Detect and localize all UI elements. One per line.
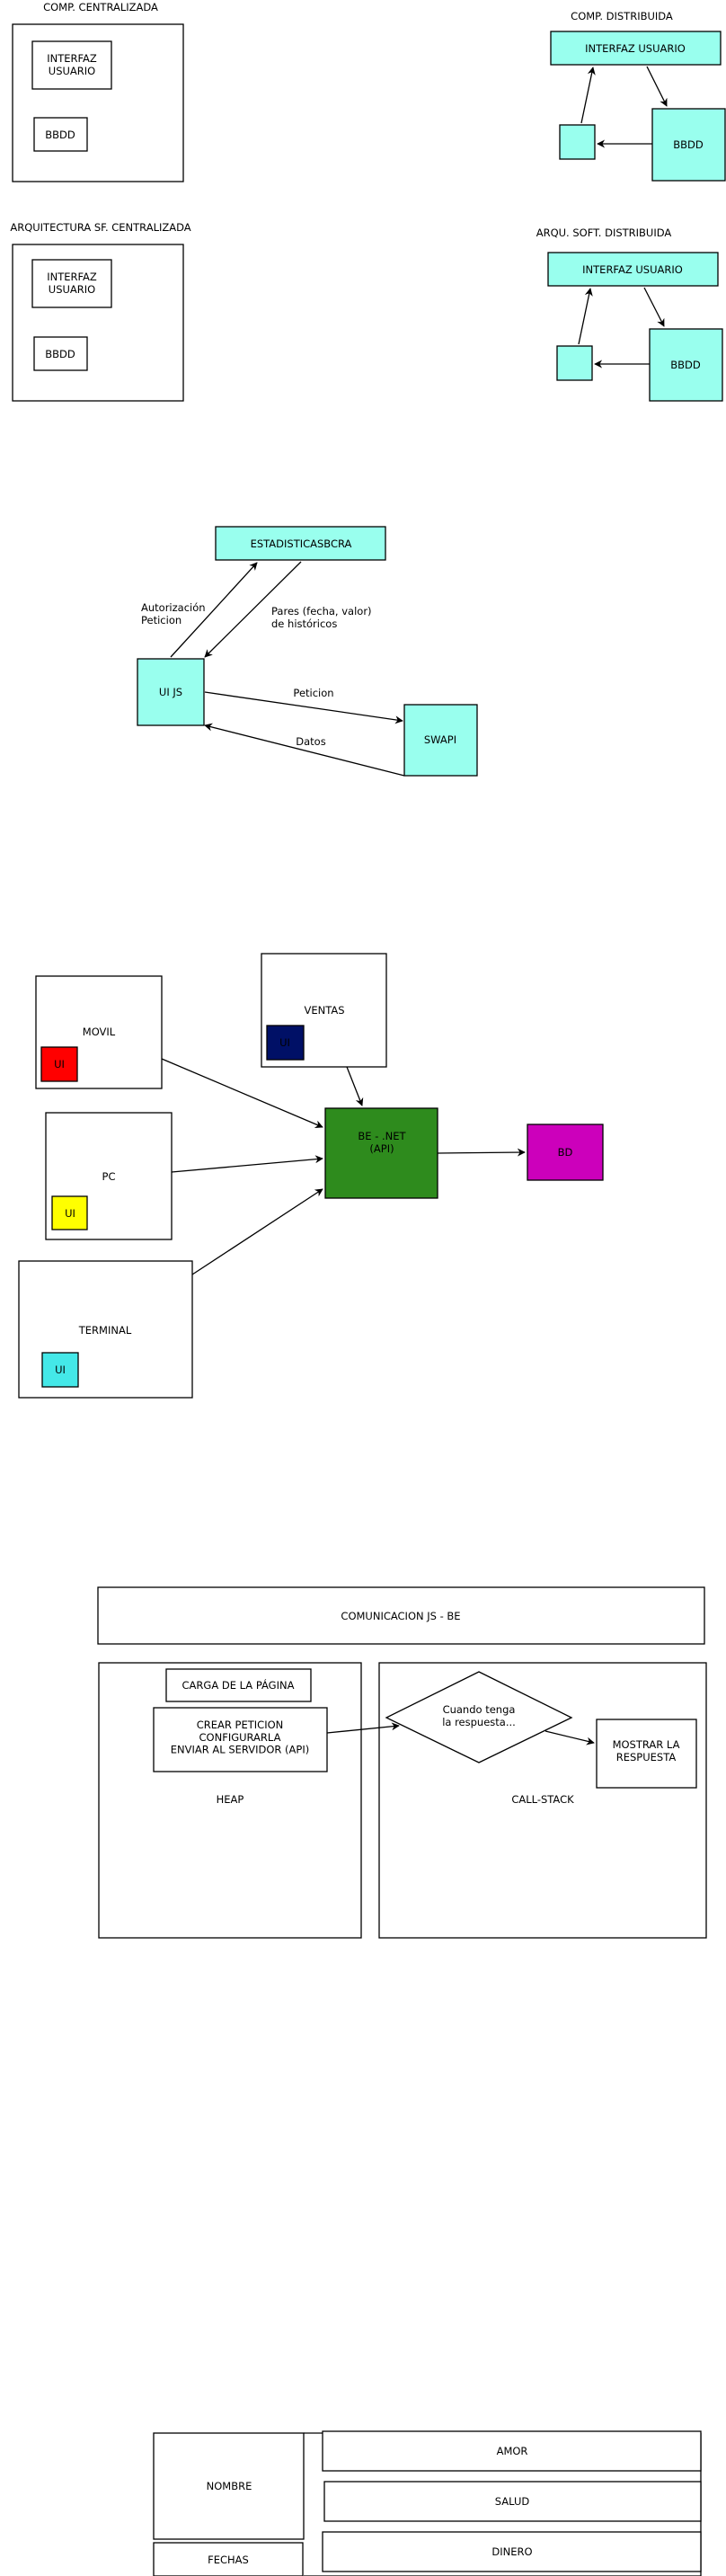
- client-pc-ui-tag: [51, 1195, 88, 1230]
- client-mobile-label: MOVIL: [83, 1026, 116, 1038]
- section-stats-flow: ESTADISTICASBCRA UI JS SWAPI Autorizació…: [137, 526, 478, 777]
- arrow-callback-to-show: [544, 1730, 595, 1745]
- arrow-terminal-backend: [191, 1188, 323, 1275]
- create-request-box: [153, 1707, 328, 1772]
- database-box: [527, 1124, 604, 1181]
- arq-soft-distribuida-arrow-node-ui: [578, 288, 593, 345]
- client-pc-ui-label: UI: [65, 1207, 75, 1220]
- comp-centralizada-title: COMP. CENTRALIZADA: [43, 1, 158, 13]
- comp-centralizada-db-box: [33, 117, 88, 152]
- stats-server-box: [215, 526, 386, 561]
- comp-distribuida-arrow-ui-db: [646, 66, 668, 107]
- client-mobile-ui-label: UI: [54, 1058, 65, 1070]
- comp-distribuida-db-box: [651, 108, 726, 182]
- stats-request-label: Peticion: [293, 687, 333, 699]
- js-comm-title-box: [97, 1586, 705, 1645]
- stats-client-label: UI JS: [159, 686, 182, 698]
- table-row-label: SALUD: [495, 2495, 530, 2508]
- table-row-box: [323, 2481, 702, 2522]
- dates-box: [153, 2542, 304, 2576]
- client-sales-ui-tag: [266, 1025, 305, 1061]
- comp-distribuida-ui-label: INTERFAZ USUARIO: [585, 42, 686, 55]
- table-row-box: [322, 2430, 702, 2472]
- arq-soft-distribuida-ui-label: INTERFAZ USUARIO: [582, 263, 683, 276]
- stats-arrow-request: [204, 691, 403, 724]
- backend-box: [324, 1107, 438, 1199]
- comp-centralizada-db-label: BBDD: [45, 129, 75, 141]
- arq-soft-distribuida-db-label: BBDD: [670, 359, 701, 371]
- stats-client-box: [137, 658, 205, 726]
- client-terminal-label: TERMINAL: [78, 1324, 132, 1337]
- arrow-pc-backend: [171, 1155, 323, 1173]
- client-pc-label: PC: [102, 1170, 116, 1183]
- client-terminal-ui-label: UI: [55, 1364, 66, 1376]
- section-comp-distribuida: COMP. DISTRIBUIDA INTERFAZ USUARIO BBDD: [550, 10, 726, 182]
- callstack-label: CALL-STACK: [511, 1793, 574, 1806]
- arq-sf-centralizada-db-label: BBDD: [45, 348, 75, 360]
- stats-swapi-label: SWAPI: [424, 733, 456, 746]
- client-sales-ui-label: UI: [279, 1036, 290, 1049]
- dates-label: FECHAS: [208, 2554, 249, 2566]
- section-backend-map: MOVIL UI PC UI TERMINAL UI VENTAS UI BE …: [18, 953, 604, 1399]
- arq-soft-distribuida-arrow-ui-db: [643, 287, 665, 327]
- arq-soft-distribuida-db-box: [649, 328, 723, 402]
- arrow-mobile-backend: [161, 1058, 323, 1128]
- arq-sf-centralizada-db-box: [33, 336, 88, 371]
- arrow-backend-database: [437, 1148, 526, 1157]
- stats-server-label: ESTADISTICASBCRA: [251, 537, 352, 550]
- arq-soft-distribuida-ui-box: [547, 252, 719, 287]
- stats-pairs-label: Pares (fecha, valor)de históricos: [271, 605, 372, 630]
- arrow-request-to-callback: [326, 1722, 400, 1734]
- client-terminal-ui-tag: [41, 1352, 79, 1388]
- name-box: [153, 2432, 305, 2540]
- comp-distribuida-node-box: [559, 124, 596, 160]
- database-label: BD: [558, 1146, 573, 1159]
- comp-distribuida-arrow-node-ui: [580, 67, 596, 124]
- name-label: NOMBRE: [207, 2480, 252, 2492]
- stats-arrow-data: [204, 723, 405, 777]
- comp-distribuida-title: COMP. DISTRIBUIDA: [571, 10, 673, 22]
- arq-sf-centralizada-ui-box: [31, 259, 112, 308]
- arq-soft-distribuida-title: ARQU. SOFT. DISTRIBUIDA: [536, 227, 672, 239]
- arq-soft-distribuida-node-box: [556, 345, 593, 381]
- stats-arrow-pairs: [204, 561, 302, 658]
- when-response-decision: [385, 1671, 573, 1763]
- comp-distribuida-db-label: BBDD: [673, 138, 704, 151]
- table-row-box: [322, 2531, 702, 2572]
- comp-centralizada-ui-box: [31, 40, 112, 90]
- heap-label: HEAP: [217, 1793, 244, 1806]
- load-page-box: [165, 1668, 312, 1702]
- load-page-label: CARGA DE LA PÁGINA: [182, 1678, 295, 1692]
- client-sales-label: VENTAS: [304, 1004, 344, 1017]
- backend-label: BE - .NET(API): [358, 1130, 406, 1155]
- section-arq-soft-distribuida: ARQU. SOFT. DISTRIBUIDA INTERFAZ USUARIO…: [536, 227, 723, 402]
- arrow-sales-backend: [346, 1066, 364, 1106]
- stats-arrow-auth: [170, 562, 258, 658]
- js-comm-title: COMUNICACION JS - BE: [341, 1610, 460, 1622]
- stats-data-label: Datos: [296, 735, 325, 748]
- stats-swapi-box: [403, 704, 478, 777]
- section-js-communication: COMUNICACION JS - BE HEAP CALL-STACK CAR…: [97, 1586, 707, 1939]
- table-row-label: DINERO: [491, 2545, 532, 2558]
- section-profile-table: NOMBRE FECHAS AMOR SALUD DINERO: [153, 2430, 702, 2576]
- arq-sf-centralizada-title: ARQUITECTURA SF. CENTRALIZADA: [10, 221, 190, 234]
- show-response-box: [596, 1719, 697, 1789]
- client-mobile-ui-tag: [40, 1046, 78, 1082]
- table-row-label: AMOR: [497, 2445, 528, 2457]
- comp-distribuida-ui-box: [550, 31, 722, 66]
